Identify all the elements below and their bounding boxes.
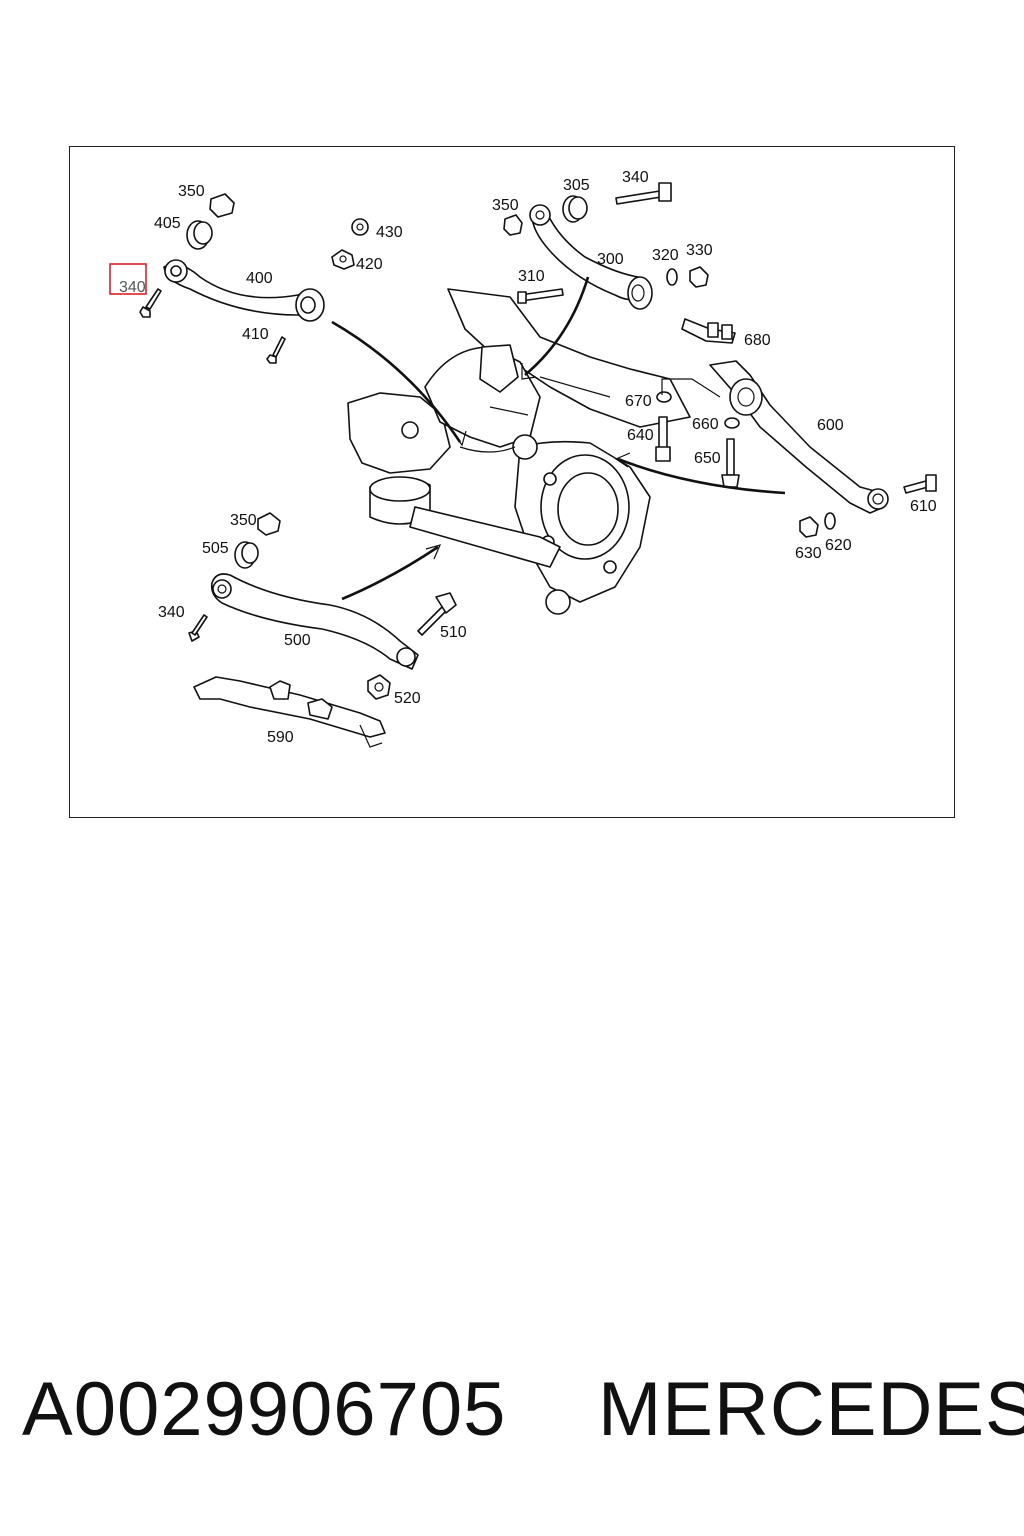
underbody-panel-590 [193, 676, 386, 748]
label-600: 600 [817, 417, 844, 434]
brand-text: MERCEDES [598, 1367, 1024, 1452]
label-500: 500 [284, 632, 311, 649]
label-400: 400 [246, 270, 273, 287]
label-330: 330 [686, 242, 713, 259]
label-410: 410 [242, 326, 269, 343]
highlighted-part-box [109, 263, 147, 295]
label-520: 520 [394, 690, 421, 707]
label-350: 350 [178, 183, 205, 200]
control-arm-600 [655, 360, 937, 538]
suspension-exploded-view: 350 405 340 400 410 430 420 350 305 340 … [109, 169, 937, 748]
wheel-carrier-assembly [347, 288, 691, 615]
label-670: 670 [625, 393, 652, 410]
label-340: 340 [622, 169, 649, 186]
label-630: 630 [795, 545, 822, 562]
label-505: 505 [202, 540, 229, 557]
part-labels: 350 405 340 400 410 430 420 350 305 340 … [119, 169, 937, 746]
assembly-arrows [331, 276, 786, 601]
label-640: 640 [627, 427, 654, 444]
label-310: 310 [518, 268, 545, 285]
upper-control-arm-300 [503, 182, 736, 344]
label-305: 305 [563, 177, 590, 194]
label-405: 405 [154, 215, 181, 232]
upper-control-arm-400 [139, 193, 369, 364]
label-510: 510 [440, 624, 467, 641]
label-300: 300 [597, 251, 624, 268]
part-number-text: A0029906705 [22, 1367, 507, 1452]
label-650: 650 [694, 450, 721, 467]
label-340: 340 [158, 604, 185, 621]
label-340-highlighted: 340 [119, 279, 146, 296]
label-420: 420 [356, 256, 383, 273]
label-680: 680 [744, 332, 771, 349]
label-620: 620 [825, 537, 852, 554]
label-590: 590 [267, 729, 294, 746]
label-350: 350 [492, 197, 519, 214]
label-320: 320 [652, 247, 679, 264]
parts-diagram: 350 405 340 400 410 430 420 350 305 340 … [69, 146, 955, 818]
lower-control-arm-500 [188, 512, 457, 700]
label-660: 660 [692, 416, 719, 433]
label-430: 430 [376, 224, 403, 241]
label-610: 610 [910, 498, 937, 515]
label-350: 350 [230, 512, 257, 529]
